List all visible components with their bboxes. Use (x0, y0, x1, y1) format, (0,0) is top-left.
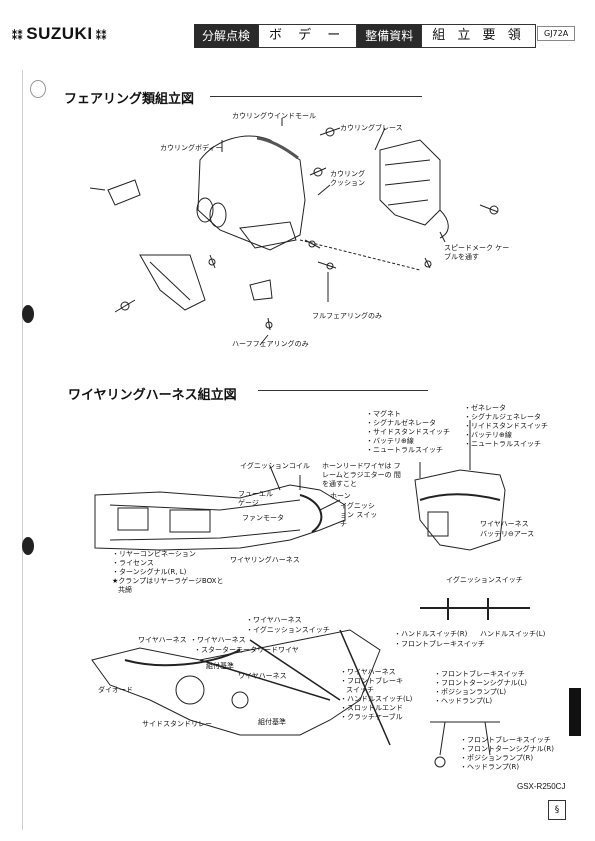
list-item: ・マグネト (366, 410, 401, 418)
front-brake-label: ・フロントブレーキスイッチ (394, 640, 485, 648)
list-item: ・クラッチケーブル (340, 713, 403, 721)
list-item: ・ポジションランプ(R) (460, 754, 534, 762)
mounting-ref-1-label: 組付基準 (206, 662, 234, 670)
list-item: ・シグナルゼネレータ (366, 419, 436, 427)
header-tabs: 分解点検 ボ デ ー 整備資料 組 立 要 領 (194, 24, 536, 48)
suzuki-mark-icon: § (548, 800, 566, 820)
fairing-section-title: フェアリング類組立図 (64, 92, 195, 107)
full-fairing-label: フルフェアリングのみ (312, 312, 382, 320)
cushion-label: カウリング クッション (330, 170, 365, 187)
wiring-harness-label: ワイヤリングハーネス (230, 556, 300, 564)
list-item: ・ニュートラルスイッチ (366, 446, 443, 454)
list-item: ・バッテリ⊕線 (366, 437, 414, 445)
list-item: ・サイドスタンドスイッチ (366, 428, 450, 436)
ignition-coil-label: イグニッションコイル (240, 462, 310, 470)
list-item: ・ヘッドランプ(L) (434, 697, 493, 705)
half-fairing-label: ハーフフェアリングのみ (232, 340, 309, 348)
windscreen-label: カウリングウインドモール (232, 112, 316, 120)
harness-section-title: ワイヤリングハーネス組立図 (68, 388, 237, 403)
ignition-switch-2-label: イグニッションスイッチ (446, 576, 523, 584)
rear-connection-list: ・リヤーコンビネーション ・ライセンス ・ターンシグナル(R, L) ★クランプ… (112, 550, 223, 595)
page-header: ⁑⁑ SUZUKI ⁑⁑ 分解点検 ボ デ ー 整備資料 組 立 要 領 GJ7… (12, 24, 580, 50)
section-tab-marker (569, 688, 581, 736)
list-item: ・ワイヤハーネス (340, 668, 396, 676)
handle-switch-r-label: ・ハンドルスイッチ(R) (394, 630, 468, 638)
brace-label: カウリングブレース (340, 124, 403, 132)
list-item: ・リヤーコンビネーション (112, 550, 196, 558)
mounting-ref-2-label: 組付基準 (258, 718, 286, 726)
list-item: ・リイドスタンドスイッチ (464, 422, 548, 430)
front-left-list: ・フロントブレーキスイッチ ・フロントターンシグナル(L) ・ポジションランプ(… (434, 670, 527, 706)
left-connection-list: ・マグネト ・シグナルゼネレータ ・サイドスタンドスイッチ ・バッテリ⊕線 ・ニ… (366, 410, 450, 455)
page-margin-line (22, 70, 23, 830)
harness-b-label: ワイヤハーネス (138, 636, 187, 644)
list-item: ・フロントブレーキスイッチ (434, 670, 525, 678)
harness-a-label: ・ワイヤハーネス (246, 616, 302, 624)
ignition-switch-label: イグニッション スイッチ (340, 502, 378, 528)
list-item: ・バッテリ⊕線 (464, 431, 512, 439)
punch-hole (22, 305, 34, 323)
harness-right-label: ワイヤハーネス (480, 520, 529, 528)
list-item: ・フロントターンシグナル(R) (460, 745, 554, 753)
list-item: ・ライセンス (112, 559, 154, 567)
front-right-list: ・フロントブレーキスイッチ ・フロントターンシグナル(R) ・ポジションランプ(… (460, 736, 554, 772)
diode-label: ダイオード (98, 686, 133, 694)
handle-switch-l-label: ハンドルスイッチ(L) (480, 630, 546, 638)
list-item: ・ゼネレータ (464, 404, 506, 412)
harness-d-label: ワイヤハーネス (238, 672, 287, 680)
list-item: スイッチ (346, 686, 374, 694)
list-item: ・フロントブレーキ (340, 677, 403, 685)
model-code: GSX-R250CJ (517, 782, 566, 791)
list-item: ・シグナルジェネレータ (464, 413, 541, 421)
fan-motor-label: ファンモータ (242, 514, 284, 522)
list-item: ・ターンシグナル(R, L) (112, 568, 187, 576)
battery-ground-label: バッテリ⊖アース (480, 530, 535, 538)
list-item: ・ヘッドランプ(R) (460, 763, 520, 771)
harness-c-label: ・ワイヤハーネス (190, 636, 246, 644)
list-item: ・ポジションランプ(L) (434, 688, 507, 696)
tab-assembly: 組 立 要 領 (421, 24, 536, 48)
brand-logo: ⁑⁑ SUZUKI ⁑⁑ (12, 24, 107, 43)
section-rule (258, 390, 428, 391)
tab-body: ボ デ ー (258, 24, 358, 48)
cowling-body-label: カウリングボディー (160, 144, 223, 152)
speedo-cable-label: スピードメーク ケーブルを通す (444, 244, 510, 261)
tab-service-data: 整備資料 (357, 24, 422, 48)
list-item: ・フロントターンシグナル(L) (434, 679, 528, 687)
starter-wire-label: ・スターターモータリードワイヤ (194, 646, 299, 654)
ignition-a-label: ・イグニッションスイッチ (246, 626, 330, 634)
list-item: ★クランプはリヤーラゲージBOXと (112, 577, 224, 585)
handle-list: ・ワイヤハーネス ・フロントブレーキ スイッチ ・ハンドルスイッチ(L) ・スロ… (340, 668, 412, 722)
right-connection-list: ・ゼネレータ ・シグナルジェネレータ ・リイドスタンドスイッチ ・バッテリ⊕線 … (464, 404, 548, 449)
list-item: ・スロットルエンド (340, 704, 403, 712)
punch-hole (30, 80, 46, 98)
fuel-gauge-label: フューエル ゲージ (238, 490, 273, 507)
side-stand-relay-label: サイドスタンドリレー (142, 720, 212, 728)
horn-label: ホーン (330, 492, 351, 500)
list-item: ・ニュートラルスイッチ (464, 440, 541, 448)
tab-inspection: 分解点検 (194, 24, 259, 48)
horn-note-label: ホーンリードワイヤは フレームとラジエターの 間を通すこと (322, 462, 401, 488)
page-code: GJ72A (537, 26, 576, 41)
list-item: ・フロントブレーキスイッチ (460, 736, 551, 744)
list-item: ・ハンドルスイッチ(L) (340, 695, 413, 703)
list-item: 共締 (118, 586, 132, 594)
section-rule (210, 96, 422, 97)
punch-hole (22, 537, 34, 555)
